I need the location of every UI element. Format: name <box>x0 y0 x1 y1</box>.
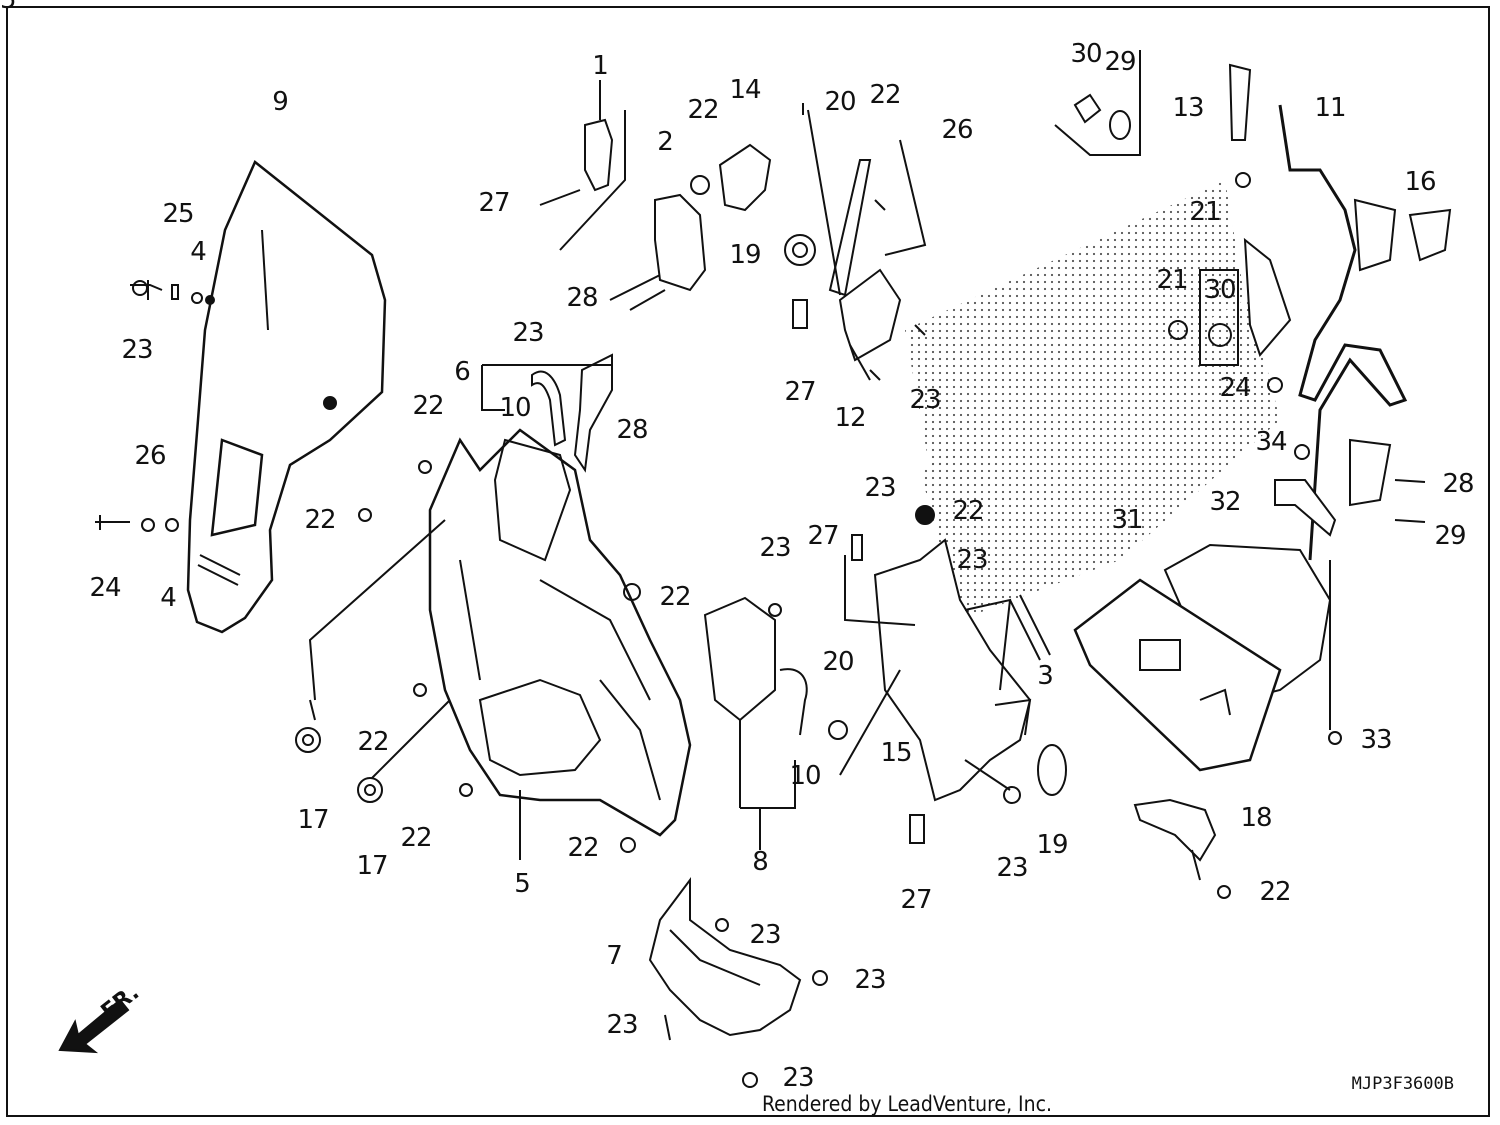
callout-22: 22 <box>400 823 432 853</box>
callout-34: 34 <box>1255 427 1287 457</box>
side-cover-part <box>873 538 1032 802</box>
callout-19: 19 <box>1036 830 1068 860</box>
callout-27: 27 <box>478 188 510 218</box>
callout-15: 15 <box>880 738 912 768</box>
lower-cowl-part <box>648 877 802 1037</box>
callout-11: 11 <box>1314 93 1346 123</box>
callout-7: 7 <box>606 941 623 971</box>
callout-26: 26 <box>941 115 973 145</box>
callout-27: 27 <box>784 377 816 407</box>
callout-23: 23 <box>512 318 544 348</box>
callout-1: 1 <box>592 51 609 81</box>
callout-22: 22 <box>412 391 444 421</box>
callout-22: 22 <box>869 80 901 110</box>
callout-16: 16 <box>1404 167 1436 197</box>
callout-23: 23 <box>121 335 153 365</box>
dotted-assembly-band-upper <box>905 180 1245 470</box>
callout-5: 5 <box>514 869 531 899</box>
callout-28: 28 <box>1442 469 1474 499</box>
callout-6: 6 <box>454 357 471 387</box>
callout-27: 27 <box>900 885 932 915</box>
callout-29: 29 <box>1104 47 1136 77</box>
callout-17: 17 <box>297 805 329 835</box>
callout-2: 2 <box>657 127 674 157</box>
callout-28: 28 <box>616 415 648 445</box>
stay-frame-part <box>1278 104 1408 561</box>
callout-30: 30 <box>1204 275 1236 305</box>
callout-24: 24 <box>1219 373 1251 403</box>
diagram-frame <box>6 6 1490 1117</box>
callout-12: 12 <box>834 403 866 433</box>
callout-4: 4 <box>160 583 177 613</box>
callout-3: 3 <box>1037 661 1054 691</box>
callout-13: 13 <box>1172 93 1204 123</box>
callout-23: 23 <box>782 1063 814 1093</box>
callout-22: 22 <box>1259 877 1291 907</box>
callout-32: 32 <box>1209 487 1241 517</box>
callout-10: 10 <box>499 393 531 423</box>
callout-21: 21 <box>1156 265 1188 295</box>
callout-22: 22 <box>659 582 691 612</box>
callout-23: 23 <box>996 853 1028 883</box>
callout-18: 18 <box>1240 803 1272 833</box>
callout-20: 20 <box>822 647 854 677</box>
callout-17: 17 <box>356 851 388 881</box>
callout-35: 35 <box>0 0 17 15</box>
callout-33: 33 <box>1360 725 1392 755</box>
diagram-code: MJP3F3600B <box>1351 1074 1454 1094</box>
callout-23: 23 <box>909 385 941 415</box>
callout-23: 23 <box>606 1010 638 1040</box>
callout-19: 19 <box>729 240 761 270</box>
callout-9: 9 <box>272 87 289 117</box>
render-credit: Rendered by LeadVenture, Inc. <box>762 1092 1052 1116</box>
windscreen-part <box>186 160 387 634</box>
panel-plate-part <box>1073 578 1282 772</box>
callout-24: 24 <box>89 573 121 603</box>
callout-23: 23 <box>759 533 791 563</box>
callout-27: 27 <box>807 521 839 551</box>
callout-31: 31 <box>1111 505 1143 535</box>
callout-8: 8 <box>752 847 769 877</box>
callout-23: 23 <box>749 920 781 950</box>
callout-4: 4 <box>190 237 207 267</box>
callout-22: 22 <box>952 496 984 526</box>
callout-23: 23 <box>956 545 988 575</box>
front-direction-arrow <box>58 998 130 1054</box>
callout-22: 22 <box>357 727 389 757</box>
callout-14: 14 <box>729 75 761 105</box>
inner-fairing-part <box>428 428 692 837</box>
callout-26: 26 <box>134 441 166 471</box>
callout-22: 22 <box>304 505 336 535</box>
callout-25: 25 <box>162 199 194 229</box>
callout-30: 30 <box>1070 39 1102 69</box>
callout-23: 23 <box>854 965 886 995</box>
callout-22: 22 <box>687 95 719 125</box>
callout-10: 10 <box>789 761 821 791</box>
callout-23: 23 <box>864 473 896 503</box>
dotted-assembly-band-lower <box>920 300 1280 620</box>
callout-20: 20 <box>824 87 856 117</box>
callout-22: 22 <box>567 833 599 863</box>
callout-28: 28 <box>566 283 598 313</box>
callout-21: 21 <box>1189 197 1221 227</box>
callout-29: 29 <box>1434 521 1466 551</box>
